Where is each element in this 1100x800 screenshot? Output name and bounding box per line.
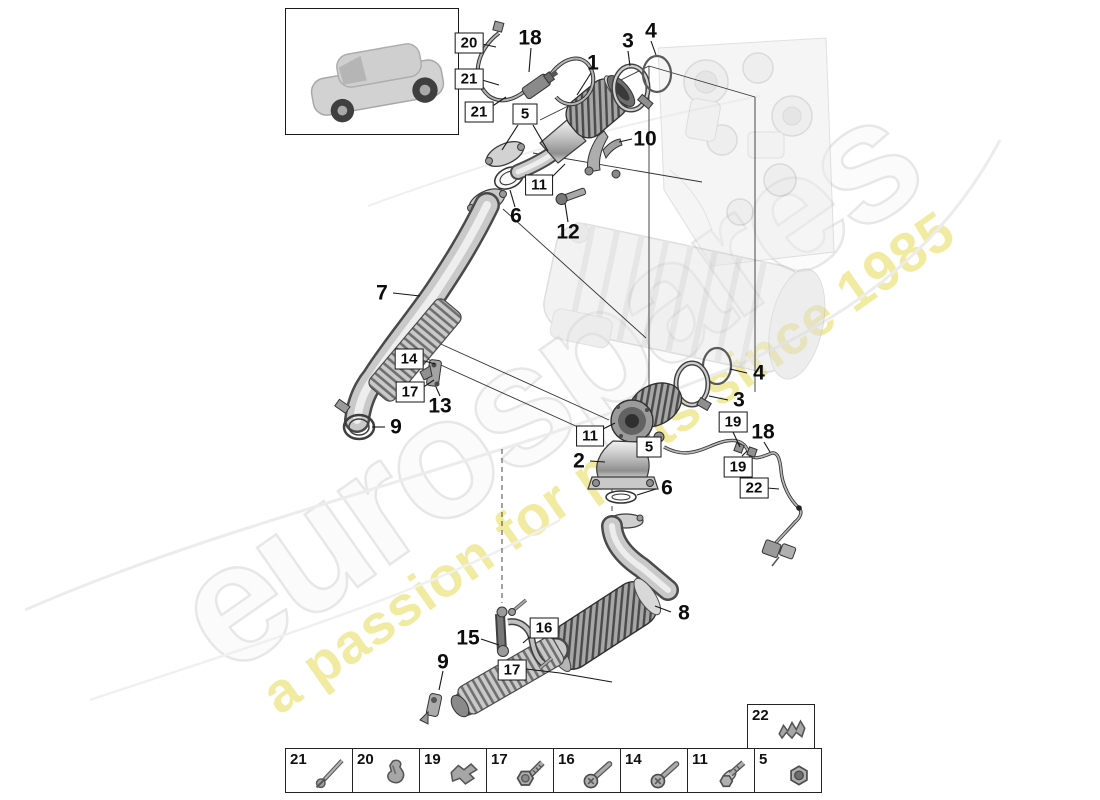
- legend-item-number: 19: [424, 751, 441, 768]
- callout-9[interactable]: 9: [390, 415, 402, 439]
- legend-item-20[interactable]: 20: [352, 748, 420, 793]
- legend-item-number: 17: [491, 751, 508, 768]
- sensor-icon: [310, 757, 350, 791]
- transmission-illustration: [543, 222, 826, 380]
- callout-1[interactable]: 1: [587, 51, 599, 75]
- callout-6[interactable]: 6: [510, 204, 522, 228]
- legend-item-22[interactable]: 22: [747, 704, 815, 750]
- stud-17-glyph: [538, 656, 554, 670]
- callout-18[interactable]: 18: [751, 420, 775, 444]
- vehicle-thumbnail-box: [285, 8, 459, 135]
- gasket-6-bottom: [605, 490, 637, 504]
- callout-9[interactable]: 9: [437, 650, 449, 674]
- seal-ring-4-top: [641, 54, 673, 94]
- legend-item-number: 20: [357, 751, 374, 768]
- legend-item-14[interactable]: 14: [620, 748, 688, 793]
- legend-item-19[interactable]: 19: [419, 748, 487, 793]
- oxygen-sensor-cable-right: [663, 438, 803, 567]
- downpipe-7: [334, 188, 507, 441]
- bracket-10: [584, 130, 623, 179]
- legend-stacked-container: 22: [747, 704, 815, 750]
- callout-7[interactable]: 7: [376, 281, 388, 305]
- bracket-13: [419, 359, 442, 387]
- callout-19[interactable]: 19: [723, 456, 753, 478]
- callout-11[interactable]: 11: [525, 174, 553, 196]
- callout-3[interactable]: 3: [733, 388, 745, 412]
- callout-19[interactable]: 19: [718, 411, 748, 433]
- callout-17[interactable]: 17: [497, 659, 527, 681]
- callout-10[interactable]: 10: [633, 127, 657, 151]
- sensor-connector: [761, 539, 797, 560]
- legend-item-number: 22: [752, 707, 769, 724]
- legend-item-11[interactable]: 11: [687, 748, 755, 793]
- callout-18[interactable]: 18: [518, 26, 542, 50]
- callout-11[interactable]: 11: [576, 425, 604, 447]
- callout-5[interactable]: 5: [512, 103, 538, 125]
- callout-21[interactable]: 21: [454, 68, 484, 90]
- legend-item-17[interactable]: 17: [486, 748, 554, 793]
- screw-icon: [578, 757, 618, 791]
- callout-8[interactable]: 8: [678, 601, 690, 625]
- legend-item-16[interactable]: 16: [553, 748, 621, 793]
- bracket-icon: [377, 757, 417, 791]
- callout-3[interactable]: 3: [622, 29, 634, 53]
- stud-bolt-icon: [712, 757, 752, 791]
- legend-item-number: 16: [558, 751, 575, 768]
- callout-2[interactable]: 2: [573, 449, 585, 473]
- catalytic-converter-1: [485, 54, 673, 206]
- legend-item-number: 5: [759, 751, 768, 768]
- hex-bolt-icon: [511, 757, 551, 791]
- callout-22[interactable]: 22: [739, 477, 769, 499]
- callout-17[interactable]: 17: [395, 381, 425, 403]
- clamp-9-bottom-bracket: [419, 693, 443, 725]
- legend-item-5[interactable]: 5: [754, 748, 822, 793]
- downpipe-8: [450, 513, 679, 718]
- engine-illustration: [657, 37, 835, 267]
- callout-4[interactable]: 4: [645, 19, 657, 43]
- car-icon: [310, 43, 445, 123]
- legend-row: 21 20 19 17 16 14 11 5: [285, 748, 822, 793]
- callout-15[interactable]: 15: [456, 626, 480, 650]
- leader-lines: [372, 40, 780, 691]
- callout-13[interactable]: 13: [428, 394, 452, 418]
- oxygen-sensor-cable-top: [475, 20, 596, 107]
- callout-12[interactable]: 12: [556, 220, 580, 244]
- callout-6[interactable]: 6: [661, 476, 673, 500]
- screw-icon: [645, 757, 685, 791]
- legend-item-number: 21: [290, 751, 307, 768]
- callout-20[interactable]: 20: [454, 32, 484, 54]
- nut-icon: [779, 757, 819, 791]
- callout-16[interactable]: 16: [529, 617, 559, 639]
- legend-item-21[interactable]: 21: [285, 748, 353, 793]
- clip-icon: [444, 757, 484, 791]
- oxygen-sensor-body: [521, 70, 559, 100]
- bolt-12: [555, 187, 587, 206]
- legend-item-number: 14: [625, 751, 642, 768]
- screw-16-glyph: [508, 598, 528, 616]
- callout-5[interactable]: 5: [636, 436, 662, 458]
- callout-14[interactable]: 14: [394, 348, 424, 370]
- callout-4[interactable]: 4: [753, 361, 765, 385]
- callout-21[interactable]: 21: [464, 101, 494, 123]
- retainer-clip-icon: [772, 714, 812, 748]
- legend-item-number: 11: [692, 751, 708, 768]
- clamp-ring-3-bottom: [673, 360, 712, 412]
- bracket-15: [495, 598, 554, 670]
